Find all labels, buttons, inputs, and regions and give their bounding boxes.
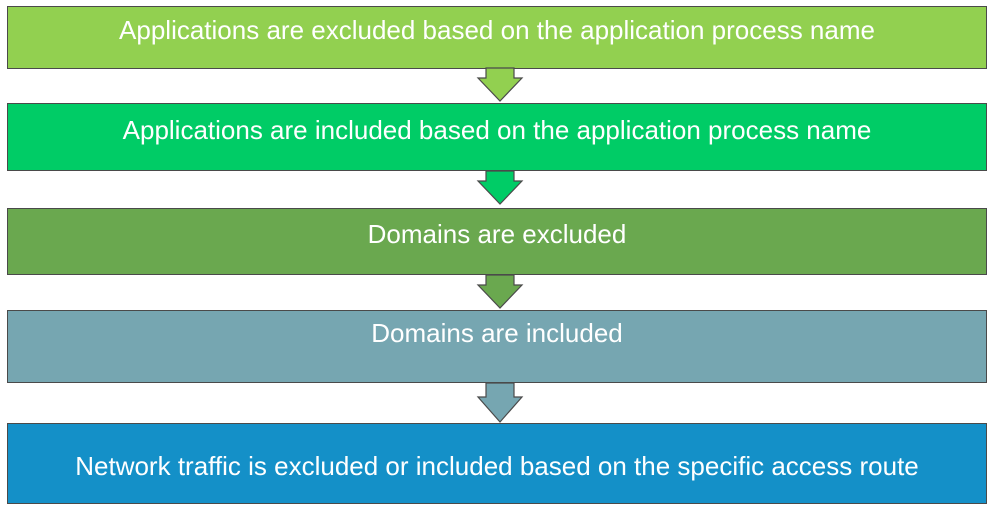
step-4-box: Domains are included — [7, 310, 987, 383]
step-1-label: Applications are excluded based on the a… — [119, 15, 875, 45]
down-arrow-icon — [476, 67, 524, 102]
step-5-label: Network traffic is excluded or included … — [75, 451, 919, 481]
step-4-label: Domains are included — [371, 318, 623, 348]
down-arrow-icon — [476, 170, 524, 205]
step-1-box: Applications are excluded based on the a… — [7, 6, 987, 69]
step-3-box: Domains are excluded — [7, 208, 987, 275]
step-2-label: Applications are included based on the a… — [122, 115, 872, 145]
step-2-box: Applications are included based on the a… — [7, 103, 987, 171]
down-arrow-icon — [476, 274, 524, 309]
step-3-label: Domains are excluded — [367, 219, 627, 249]
down-arrow-icon — [476, 382, 524, 423]
step-5-box: Network traffic is excluded or included … — [7, 423, 987, 504]
